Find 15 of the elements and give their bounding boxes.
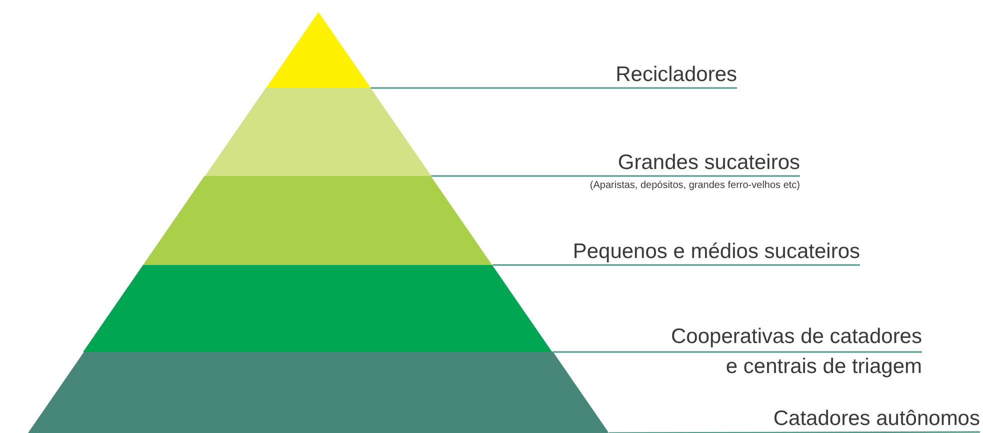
leader-line bbox=[608, 431, 980, 433]
pyramid-tier bbox=[143, 176, 493, 265]
leader-line bbox=[492, 264, 860, 266]
tier-label: Pequenos e médios sucateiros bbox=[572, 239, 860, 265]
leader-line bbox=[552, 351, 922, 353]
pyramid-tier bbox=[28, 352, 608, 433]
tier-label: Grandes sucateiros bbox=[616, 150, 800, 176]
leader-line bbox=[370, 87, 737, 89]
tier-label: Cooperativas de catadores e centrais de triagem bbox=[670, 324, 922, 380]
tier-note: (Aparistas, depósitos, grandes ferro-velhos etc) bbox=[588, 179, 800, 193]
tier-label: Recicladores bbox=[614, 62, 737, 88]
pyramid-tier bbox=[83, 265, 553, 352]
leader-line bbox=[431, 175, 800, 177]
tier-label: Catadores autônomos bbox=[772, 406, 980, 432]
pyramid-tier bbox=[204, 88, 432, 176]
